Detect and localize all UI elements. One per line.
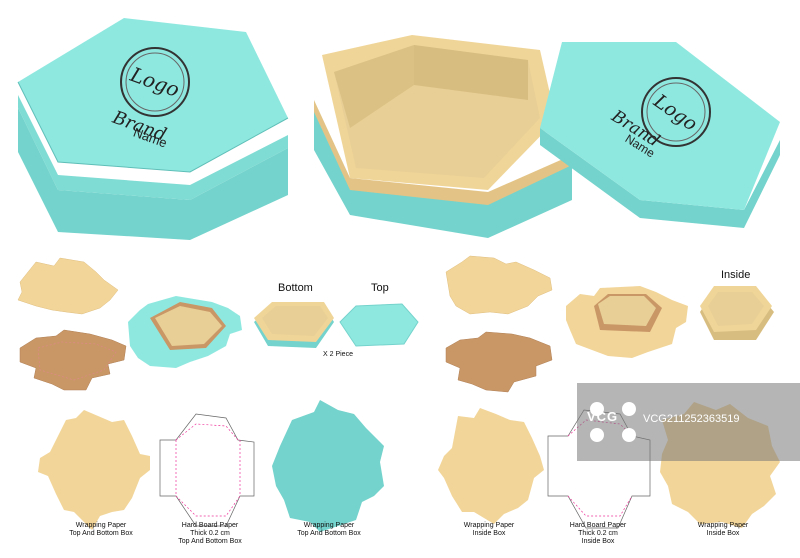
label-x2-piece: X 2 Piece (323, 351, 353, 358)
caption-hardboard-inside: Hard Board Paper Thick 0.2 cm Inside Box (569, 522, 627, 545)
open-box-inner-wall-left (334, 45, 414, 128)
closed-box-logo-ring-inner (125, 52, 185, 112)
label-inside: Inside (721, 269, 751, 281)
bottom-tray (254, 302, 334, 348)
flat-kraft-left (19, 329, 127, 391)
closed-box: Logo Brand Name (17, 18, 289, 240)
caption-wrapping-inside-2: Wrapping Paper Inside Box (697, 522, 749, 537)
lid-logo-ring (641, 77, 711, 147)
inside-box (700, 286, 774, 340)
caption-hardboard-top-bottom: Hard Board Paper Thick 0.2 cm Top And Bo… (178, 522, 242, 545)
watermark-brand: VCG (587, 409, 619, 424)
dieline-hardboard-1 (159, 413, 255, 527)
dieline-wrap-teal (272, 400, 384, 532)
tray-on-wrap (128, 296, 242, 368)
closed-box-edge (17, 81, 289, 173)
open-box-teal-side (314, 108, 572, 238)
watermark-id: VCG211252363519 (643, 413, 740, 425)
dieline-wrap-1 (38, 410, 150, 530)
dieline-wrap-4 (438, 408, 544, 524)
watermark-logo-icon (590, 402, 636, 442)
top-lid-piece (339, 303, 419, 347)
lid-side (540, 128, 780, 228)
lid-logo-ring-inner (646, 82, 706, 142)
closed-box-logo-ring (120, 47, 190, 117)
caption-wrapping-top-bottom-2: Wrapping Paper Top And Bottom Box (297, 522, 361, 537)
caption-wrapping-inside-1: Wrapping Paper Inside Box (463, 522, 515, 537)
flat-wrap-left (17, 257, 119, 315)
flat-kraft-right (445, 331, 553, 393)
closed-box-lid-side (18, 95, 288, 200)
flat-wrap-right (445, 255, 553, 315)
lid: Logo Brand Name (540, 42, 780, 228)
open-box-base (314, 35, 572, 238)
inside-tray-on-wrap (566, 286, 688, 358)
open-box-inner-wall-back (414, 45, 528, 100)
label-bottom: Bottom (278, 282, 313, 294)
caption-wrapping-top-bottom-1: Wrapping Paper Top And Bottom Box (69, 522, 133, 537)
closed-box-lower-side (18, 108, 288, 240)
closed-box-lid-top (18, 18, 288, 172)
label-top: Top (371, 282, 389, 294)
lid-top (540, 42, 780, 210)
watermark: VCG VCG211252363519 (577, 383, 800, 461)
